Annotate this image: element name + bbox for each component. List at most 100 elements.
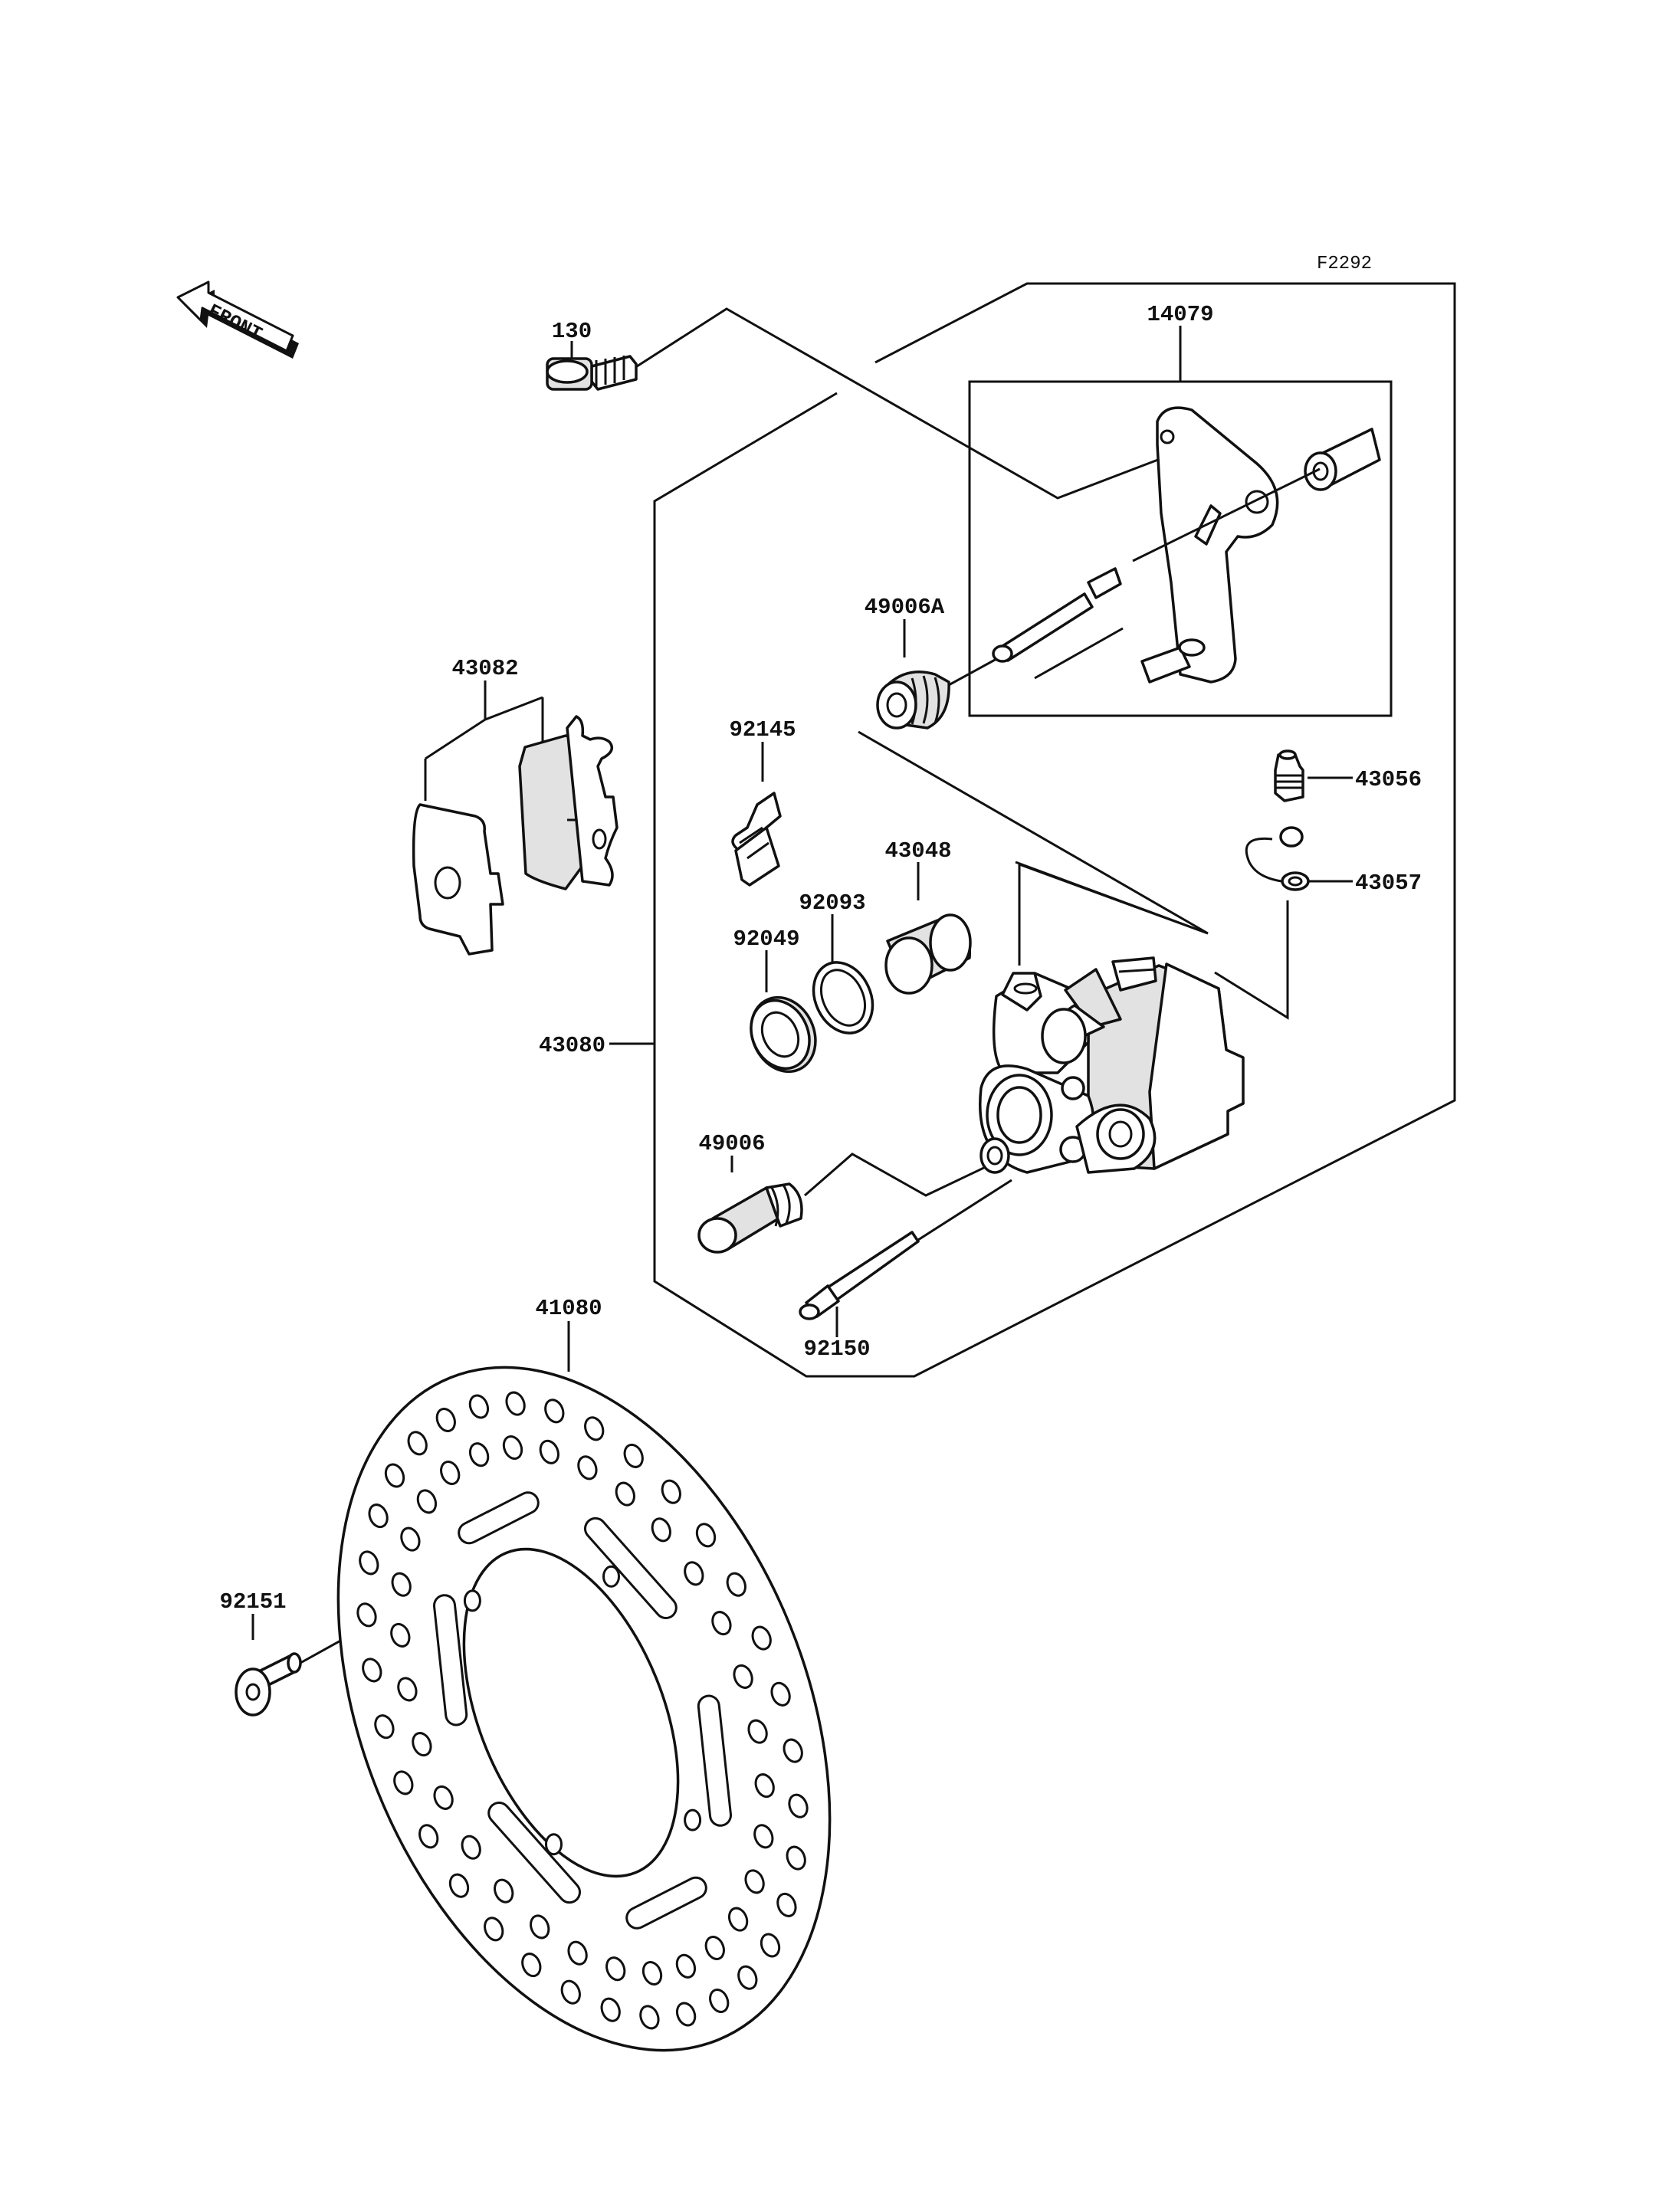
disc-vent-hole — [494, 1878, 514, 1904]
part-labels: 130 14079 49006A 43082 92145 43056 43048… — [219, 302, 1422, 1615]
disc-vent-hole — [726, 1572, 746, 1597]
pad-spring-92145 — [731, 792, 782, 887]
disc-vent-hole — [544, 1399, 565, 1424]
dust-boot-49006A — [876, 671, 950, 730]
disc-vent-hole — [468, 1394, 490, 1419]
label-92093: 92093 — [799, 890, 865, 916]
disc-vent-hole — [359, 1550, 379, 1576]
disc-vent-hole — [605, 1956, 626, 1982]
front-direction-arrow: FRONT — [176, 280, 299, 359]
disc-vent-hole — [711, 1611, 732, 1636]
disc-vent-hole — [704, 1935, 725, 1961]
disc-vent-hole — [374, 1714, 395, 1740]
disc-vent-hole — [577, 1455, 598, 1481]
disc-slot — [460, 1494, 537, 1543]
bolt-130 — [546, 355, 638, 391]
piston-43048 — [884, 913, 972, 995]
disc-vent-hole — [560, 1979, 581, 2005]
disc-slot — [699, 1697, 730, 1825]
disc-slot — [490, 1804, 579, 1902]
disc-vent-hole — [783, 1738, 803, 1763]
label-92049: 92049 — [733, 926, 799, 952]
disc-vent-hole — [695, 1523, 717, 1548]
disc-vent-hole — [384, 1463, 405, 1488]
disc-vent-hole — [786, 1845, 806, 1871]
caliper-body — [979, 862, 1245, 1174]
disc-vent-hole — [684, 1561, 704, 1586]
pad-pin-92150 — [799, 1231, 920, 1320]
disc-vent-hole — [737, 1965, 758, 1990]
disc-vent-hole — [727, 1907, 749, 1932]
disc-mount-hole — [602, 1565, 620, 1588]
label-43048: 43048 — [884, 838, 951, 864]
disc-vent-hole — [461, 1835, 481, 1860]
label-41080: 41080 — [535, 1296, 602, 1321]
disc-mount-hole — [684, 1808, 702, 1831]
disc-vent-hole — [362, 1658, 382, 1683]
disc-vent-hole — [709, 1988, 730, 2014]
disc-vent-hole — [356, 1602, 377, 1628]
disc-vent-hole — [744, 1869, 765, 1894]
disc-vent-hole — [539, 1439, 559, 1464]
brake-disc-41080 — [336, 1366, 832, 2052]
disc-bolt-92151 — [235, 1652, 302, 1717]
disc-slot — [628, 1878, 705, 1927]
disc-vent-hole — [440, 1460, 461, 1486]
label-43057: 43057 — [1355, 871, 1422, 896]
disc-vent-hole — [733, 1664, 753, 1689]
disc-vent-hole — [675, 2002, 697, 2027]
disc-vent-hole — [530, 1914, 550, 1940]
disc-vent-hole — [502, 1435, 523, 1461]
label-49006A: 49006A — [865, 595, 945, 620]
label-92150: 92150 — [803, 1336, 870, 1362]
disc-vent-hole — [661, 1479, 681, 1504]
disc-vent-hole — [675, 1953, 697, 1979]
disc-vent-hole — [433, 1785, 454, 1810]
caliper-bracket-14079 — [992, 406, 1381, 684]
label-14079: 14079 — [1147, 302, 1213, 327]
disc-vent-hole — [751, 1625, 772, 1651]
disc-vent-hole — [753, 1824, 774, 1849]
label-92151: 92151 — [219, 1589, 286, 1615]
disc-vent-hole — [393, 1770, 414, 1795]
disc-vent-hole — [468, 1442, 490, 1467]
disc-vent-hole — [615, 1481, 635, 1507]
disc-vent-hole — [390, 1622, 411, 1648]
disc-vent-hole — [760, 1933, 781, 1958]
disc-vent-hole — [416, 1489, 438, 1514]
disc-vent-hole — [639, 2005, 660, 2030]
disc-vent-hole — [521, 1953, 542, 1978]
disc-mount-hole — [463, 1589, 481, 1612]
disc-vent-hole — [651, 1517, 671, 1543]
disc-vent-hole — [747, 1719, 768, 1744]
disc-vent-hole — [435, 1407, 456, 1433]
disc-vent-hole — [584, 1416, 605, 1441]
disc-vent-hole — [448, 1873, 470, 1898]
label-43056: 43056 — [1355, 767, 1422, 792]
figure-ref: F2292 — [1317, 254, 1372, 274]
label-92145: 92145 — [729, 717, 796, 743]
label-49006: 49006 — [698, 1131, 765, 1156]
brake-pads-43082 — [412, 715, 619, 956]
piston-seal-92093 — [812, 961, 874, 1035]
disc-slot — [435, 1596, 466, 1724]
disc-vent-hole — [623, 1443, 644, 1468]
bleeder-valve-43056 — [1274, 749, 1304, 802]
label-43080: 43080 — [539, 1033, 605, 1058]
disc-vent-hole — [776, 1892, 797, 1917]
label-43082: 43082 — [451, 656, 518, 681]
disc-vent-hole — [400, 1526, 421, 1552]
disc-vent-hole — [407, 1431, 428, 1456]
dust-boot-49006 — [697, 1182, 803, 1254]
disc-vent-hole — [600, 1997, 621, 2022]
disc-vent-hole — [641, 1960, 663, 1986]
disc-vent-hole — [412, 1732, 432, 1757]
disc-slot — [586, 1519, 675, 1617]
disc-vent-hole — [754, 1773, 775, 1799]
disc-vent-hole — [788, 1793, 809, 1818]
disc-mount-hole — [545, 1833, 563, 1856]
disc-vent-hole — [391, 1572, 412, 1597]
disc-vent-hole — [368, 1503, 389, 1529]
label-130: 130 — [552, 319, 592, 344]
